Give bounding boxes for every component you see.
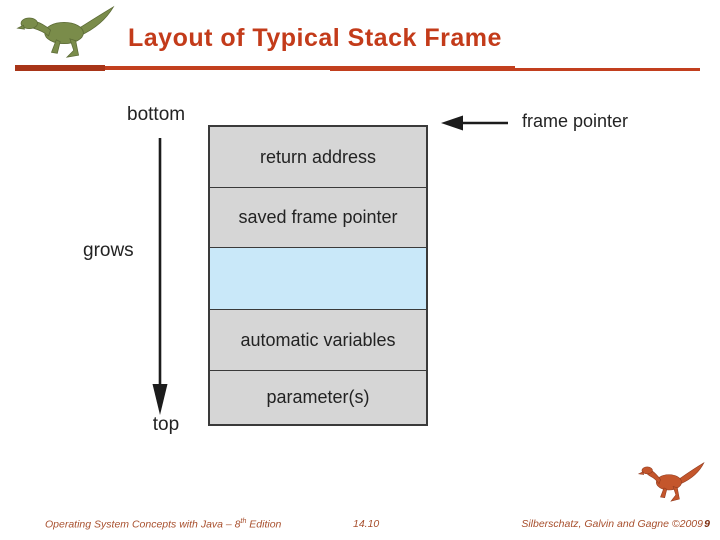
stack-row-empty-blue [210, 247, 426, 309]
stack-row-automatic-variables: automatic variables [210, 309, 426, 370]
slide-page-number: 14.10 [353, 518, 380, 530]
stack-top-label: top [152, 414, 180, 435]
green-dinosaur-icon [16, 6, 114, 58]
stack-row-return-address: return address [210, 127, 426, 187]
stack-row-label: return address [259, 146, 377, 167]
footer-book-superscript: th [240, 518, 247, 525]
title-underline-accent [15, 64, 105, 71]
title-underline-segment [330, 67, 700, 71]
stack-row-label: automatic variables [240, 329, 396, 350]
footer-overlapping-digit: 9 [704, 518, 710, 530]
footer-book-suffix: Edition [246, 518, 282, 531]
title-underline [15, 66, 515, 70]
stack-row-saved-frame-pointer: saved frame pointer [210, 187, 426, 247]
stack-frame-diagram: return address saved frame pointer autom… [208, 125, 428, 426]
frame-pointer-arrow-icon [441, 115, 508, 131]
stack-row-label: saved frame pointer [238, 207, 398, 227]
stack-row-parameters: parameter(s) [210, 370, 426, 424]
footer-book-prefix: Operating System Concepts with Java – 8 [45, 518, 241, 531]
stack-row-label: parameter(s) [266, 387, 370, 407]
footer-book-title: Operating System Concepts with Java – 8t… [45, 518, 281, 531]
grows-label: grows [83, 240, 134, 261]
footer-authors-credit: Silberschatz, Galvin and Gagne ©2009 [521, 518, 703, 530]
page-title: Layout of Typical Stack Frame [128, 24, 502, 52]
stack-bottom-label: bottom [127, 104, 186, 125]
frame-pointer-label: frame pointer [522, 111, 629, 131]
stack-growth-arrow-icon [152, 138, 168, 415]
red-dinosaur-icon [637, 461, 705, 502]
